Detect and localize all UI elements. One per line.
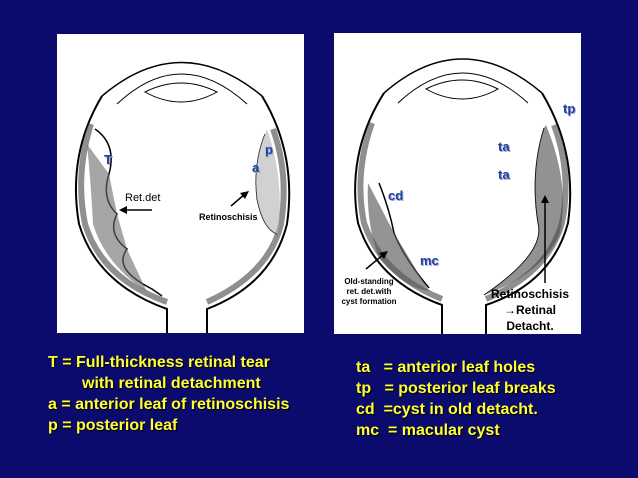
left-eye-drawing — [74, 61, 291, 333]
right-eye-diagram: tp ta ta cd mc Old-standing ret. det.wit… — [334, 33, 581, 334]
old-standing-line-3: cyst formation — [341, 297, 397, 306]
label-ta-2: ta — [498, 167, 510, 182]
legend-right-line-3: cd =cyst in old detacht. — [356, 401, 538, 418]
label-mc: mc — [420, 253, 439, 268]
label-retinoschisis: Retinoschisis — [199, 212, 258, 222]
left-eye-diagram: T p a Ret.det Retinoschisis — [57, 34, 304, 333]
legend-left-line-2: with retinal detachment — [82, 375, 261, 392]
legend-left-line-4: p = posterior leaf — [48, 417, 178, 434]
legend-left-line-3: a = anterior leaf of retinoschisis — [48, 396, 290, 413]
label-cd: cd — [388, 188, 404, 203]
legend-left: T = Full-thickness retinal tear with ret… — [48, 352, 289, 436]
label-ret-det: Ret.det — [125, 192, 161, 204]
legend-left-line-1: T = Full-thickness retinal tear — [48, 354, 270, 371]
right-eye-drawing — [354, 58, 572, 334]
old-standing-line-1: Old-standing — [344, 277, 394, 286]
legend-right-line-4: mc = macular cyst — [356, 422, 500, 439]
label-T: T — [104, 152, 112, 167]
legend-right: ta = anterior leaf holes tp = posterior … — [356, 357, 556, 441]
label-a: a — [252, 160, 260, 175]
old-standing-line-2: ret. det.with — [346, 287, 392, 296]
retinoschisis-line-1: Retinoschisis — [490, 287, 570, 301]
retinoschisis-line-2: →Retinal — [503, 303, 556, 317]
old-standing-caption: Old-standing ret. det.with cyst formatio… — [334, 277, 404, 307]
legend-right-line-2: tp = posterior leaf breaks — [356, 380, 556, 397]
legend-right-line-1: ta = anterior leaf holes — [356, 359, 536, 376]
label-tp: tp — [563, 101, 576, 116]
label-p: p — [265, 142, 273, 157]
label-ta-1: ta — [498, 139, 510, 154]
retinoschisis-caption: Retinoschisis →Retinal Detacht. — [484, 286, 576, 334]
retinoschisis-line-3: Detacht. — [506, 319, 554, 333]
